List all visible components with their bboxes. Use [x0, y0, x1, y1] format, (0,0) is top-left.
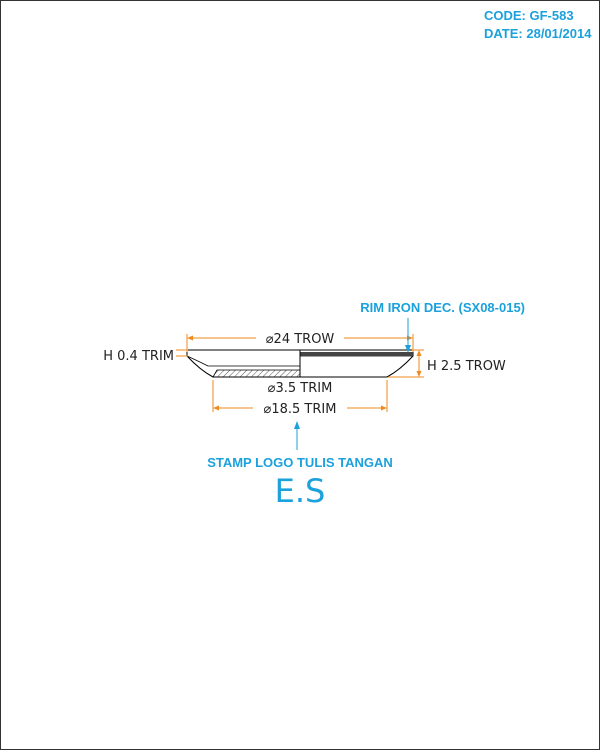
section-inner-surface: [186, 355, 300, 367]
arrowhead: [381, 405, 387, 411]
plate-profile: [186, 349, 414, 378]
date-label: DATE: 28/01/2014: [484, 26, 592, 41]
stamp-logo-arrowhead: [294, 421, 300, 429]
dimension-lines: [176, 334, 424, 412]
arrowhead: [213, 405, 219, 411]
base-inner-diameter-label: ⌀3.5 TRIM: [268, 381, 333, 396]
code-label: CODE: GF-583: [484, 8, 574, 23]
arrowhead: [416, 350, 422, 356]
arrowhead: [187, 335, 193, 341]
base-diameter-label: ⌀18.5 TRIM: [264, 402, 337, 417]
top-diameter-label: ⌀24 TROW: [266, 332, 335, 347]
total-height-label: H 2.5 TROW: [427, 359, 506, 374]
rim-height-label: H 0.4 TRIM: [103, 349, 174, 364]
rim-iron-arrowhead: [405, 345, 411, 353]
arrowhead: [416, 371, 422, 377]
section-hatch: [212, 369, 301, 378]
stamp-logo-annotation: STAMP LOGO TULIS TANGAN: [207, 455, 393, 470]
logo-mark: E.S: [275, 472, 326, 510]
rim-iron-annotation: RIM IRON DEC. (SX08-015): [360, 300, 525, 315]
rim-iron-band: [300, 352, 413, 356]
